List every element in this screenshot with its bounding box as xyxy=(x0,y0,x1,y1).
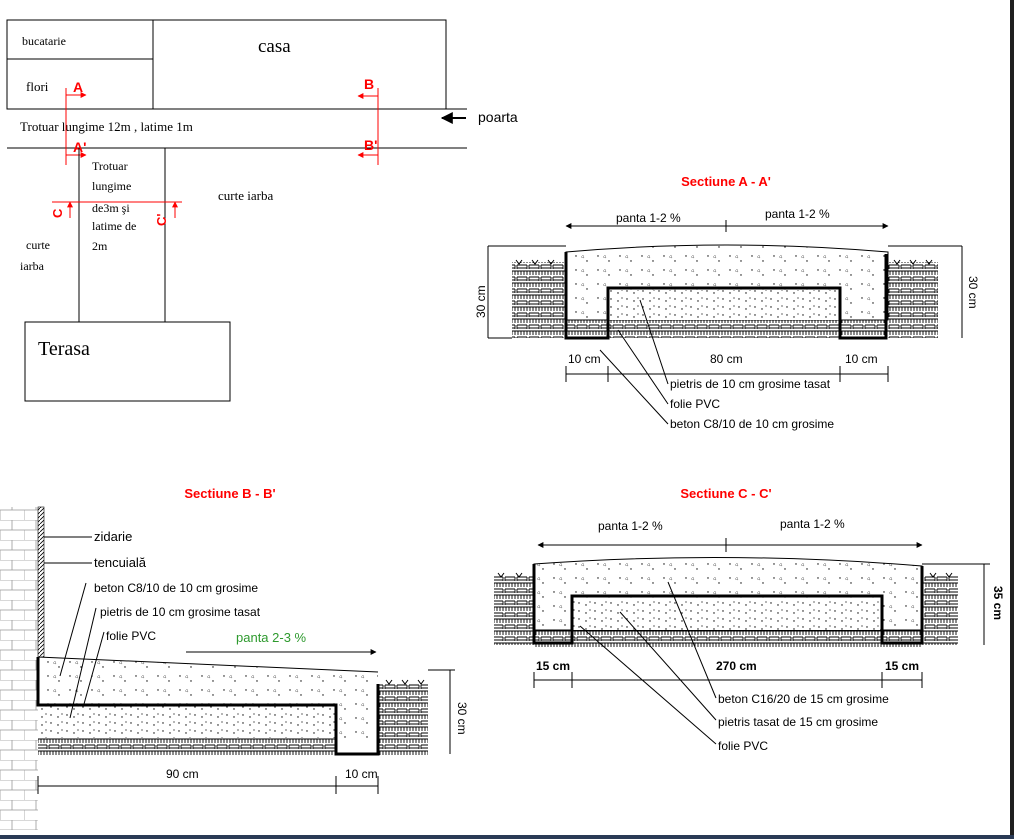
section-b-plaster xyxy=(37,506,45,658)
section-c-pvc-foil xyxy=(532,564,924,645)
section-b-pvc-foil xyxy=(36,657,380,756)
section-a-gravel xyxy=(608,290,840,320)
svg-text:Trotuar: Trotuar xyxy=(92,159,128,173)
section-a-note-2: folie PVC xyxy=(670,397,720,411)
section-b-gravel xyxy=(38,705,336,738)
section-c-gravel xyxy=(572,598,880,630)
section-a: Sectiune A - A' panta 1-2 % panta 1-2 % … xyxy=(474,174,980,431)
cut-label-b2: B' xyxy=(364,137,377,153)
site-plan: bucatarie casa flori Trotuar lungime 12m… xyxy=(6,19,518,402)
section-b-dim-right: 10 cm xyxy=(345,767,378,781)
label-terasa: Terasa xyxy=(38,338,90,360)
section-a-note-3: beton C8/10 de 10 cm grosime xyxy=(670,417,834,431)
window-edge xyxy=(1010,0,1014,839)
label-curte-left: curte xyxy=(26,238,50,252)
section-a-dim-left: 10 cm xyxy=(568,352,601,366)
section-b-tencuiala: tencuială xyxy=(94,555,147,570)
section-b-dim-left: 90 cm xyxy=(166,767,199,781)
section-b-slope: panta 2-3 % xyxy=(236,630,307,645)
house-outline xyxy=(6,19,447,110)
section-b-note-3: folie PVC xyxy=(106,629,156,643)
section-c: Sectiune C - C' panta 1-2 % panta 1-2 % … xyxy=(494,486,1005,753)
window-bottom-edge xyxy=(0,835,1014,839)
section-c-soil-left xyxy=(494,575,534,645)
section-c-height: 35 cm xyxy=(991,586,1005,620)
label-casa: casa xyxy=(258,36,291,57)
cut-label-a2: A' xyxy=(73,139,86,155)
svg-text:latime de: latime de xyxy=(92,219,136,233)
cut-label-c2: C' xyxy=(154,214,169,226)
section-c-note-2: pietris tasat de 15 cm grosime xyxy=(718,715,878,729)
section-c-soil-bottom xyxy=(534,630,922,648)
section-a-grass-icon xyxy=(515,259,933,265)
section-a-height-left: 30 cm xyxy=(474,285,488,318)
label-trotuar-main: Trotuar lungime 12m , latime 1m xyxy=(20,119,193,134)
section-a-dim-mid: 80 cm xyxy=(710,352,743,366)
section-c-slope-right: panta 1-2 % xyxy=(780,517,845,531)
section-c-dim-right: 15 cm xyxy=(885,659,919,673)
svg-text:lungime: lungime xyxy=(92,179,131,193)
section-c-note-1: beton C16/20 de 15 cm grosime xyxy=(718,692,889,706)
label-flori: flori xyxy=(26,79,49,94)
svg-text:2m: 2m xyxy=(92,239,108,253)
label-iarba-left: iarba xyxy=(20,259,45,273)
label-bucatarie: bucatarie xyxy=(22,34,66,48)
section-a-height-right: 30 cm xyxy=(966,276,980,309)
section-b-soil-right xyxy=(378,684,428,756)
section-a-soil-left xyxy=(512,262,566,338)
section-b-title: Sectiune B - B' xyxy=(184,486,275,501)
section-c-grass-icon xyxy=(497,572,953,578)
svg-text:de3m şi: de3m şi xyxy=(92,201,130,215)
section-a-soil-bottom xyxy=(566,320,888,338)
section-b-grass-icon xyxy=(385,679,425,685)
cut-label-b: B xyxy=(364,76,374,92)
section-b-soil-bottom xyxy=(38,738,336,756)
section-a-note-1: pietris de 10 cm grosime tasat xyxy=(670,377,831,391)
section-a-soil-right xyxy=(886,262,938,338)
section-b-note-2: pietris de 10 cm grosime tasat xyxy=(100,605,261,619)
section-b-zidarie: zidarie xyxy=(94,529,132,544)
label-trotuar-small: Trotuar lungime de3m şi latime de 2m xyxy=(92,159,136,253)
label-poarta: poarta xyxy=(478,109,518,125)
section-b-wall xyxy=(0,507,38,830)
label-curte-iarba-right: curte iarba xyxy=(218,188,273,203)
terrace-outline xyxy=(24,321,231,402)
section-c-soil-right xyxy=(922,575,958,645)
section-c-slope-left: panta 1-2 % xyxy=(598,519,663,533)
section-a-pvc-foil xyxy=(564,252,888,340)
cut-label-a: A xyxy=(73,79,83,95)
section-b-height: 30 cm xyxy=(455,702,469,735)
section-c-note-3: folie PVC xyxy=(718,739,768,753)
section-c-dim-mid: 270 cm xyxy=(716,659,757,673)
section-a-dim-right: 10 cm xyxy=(845,352,878,366)
cut-label-c: C xyxy=(50,208,65,218)
section-b: Sectiune B - B' zidarie tencuială beton … xyxy=(0,486,469,830)
section-c-dim-left: 15 cm xyxy=(536,659,570,673)
section-c-title: Sectiune C - C' xyxy=(680,486,771,501)
section-a-slope-right: panta 1-2 % xyxy=(765,207,830,221)
section-a-slope-left: panta 1-2 % xyxy=(616,211,681,225)
section-a-title: Sectiune A - A' xyxy=(681,174,771,189)
section-b-note-1: beton C8/10 de 10 cm grosime xyxy=(94,581,258,595)
